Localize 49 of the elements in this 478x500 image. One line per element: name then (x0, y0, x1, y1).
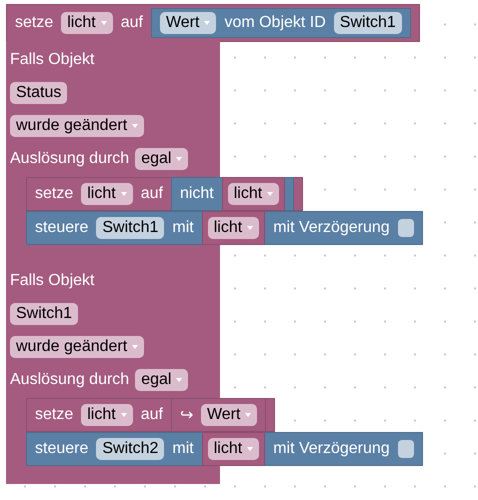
object-field: Status (10, 82, 68, 104)
set-variable-block (26, 177, 304, 211)
dropdown-field: licht (208, 217, 260, 239)
object-value-block (150, 8, 411, 38)
dropdown-field: licht (208, 438, 260, 460)
variable-block (222, 177, 286, 211)
block-label: ↪ (180, 406, 193, 425)
block-label: Falls Objekt (10, 50, 94, 68)
block-label: Auslösung durch (10, 370, 130, 388)
block-label: steuere (35, 440, 88, 458)
block-label: steuere (35, 219, 88, 237)
block-label: auf (140, 406, 163, 424)
set-variable-block (26, 398, 276, 432)
dropdown-field: wurde geändert (10, 114, 144, 136)
block-label: Falls Objekt (10, 272, 94, 290)
variable-block (202, 432, 266, 466)
block-label: setze (35, 185, 74, 203)
dropdown-field: Wert (200, 404, 258, 426)
block-label: mit (172, 440, 194, 458)
dropdown-field: egal (135, 148, 188, 170)
set-variable-block (6, 4, 420, 42)
block-label: auf (140, 185, 163, 203)
control-block (26, 432, 423, 466)
dropdown-field: wurde geändert (10, 336, 144, 358)
object-id-field: Switch1 (96, 217, 164, 239)
dropdown-field: licht (81, 183, 133, 205)
block-label: nicht (180, 185, 214, 203)
block-label: Auslösung durch (10, 150, 130, 168)
dropdown-field: licht (81, 404, 133, 426)
logic-not-block (170, 177, 294, 211)
checkbox (398, 219, 414, 237)
checkbox (398, 440, 414, 458)
return-value-block (170, 398, 266, 432)
block-label: vom Objekt ID (224, 14, 326, 32)
variable-block (202, 211, 266, 245)
block-label: auf (120, 14, 143, 32)
block-label: mit Verzögerung (273, 440, 390, 458)
block-label: setze (15, 14, 54, 32)
block-label: mit (172, 219, 194, 237)
object-field: Switch1 (10, 302, 78, 324)
dropdown-field: licht (228, 183, 280, 205)
dropdown-field: licht (61, 12, 113, 34)
block-label: setze (35, 406, 74, 424)
object-id-field: Switch1 (334, 12, 402, 34)
dropdown-field: egal (135, 368, 188, 390)
control-block (26, 211, 423, 245)
block-label: mit Verzögerung (273, 219, 390, 237)
dropdown-field: Wert (160, 12, 216, 34)
object-id-field: Switch2 (96, 438, 164, 460)
